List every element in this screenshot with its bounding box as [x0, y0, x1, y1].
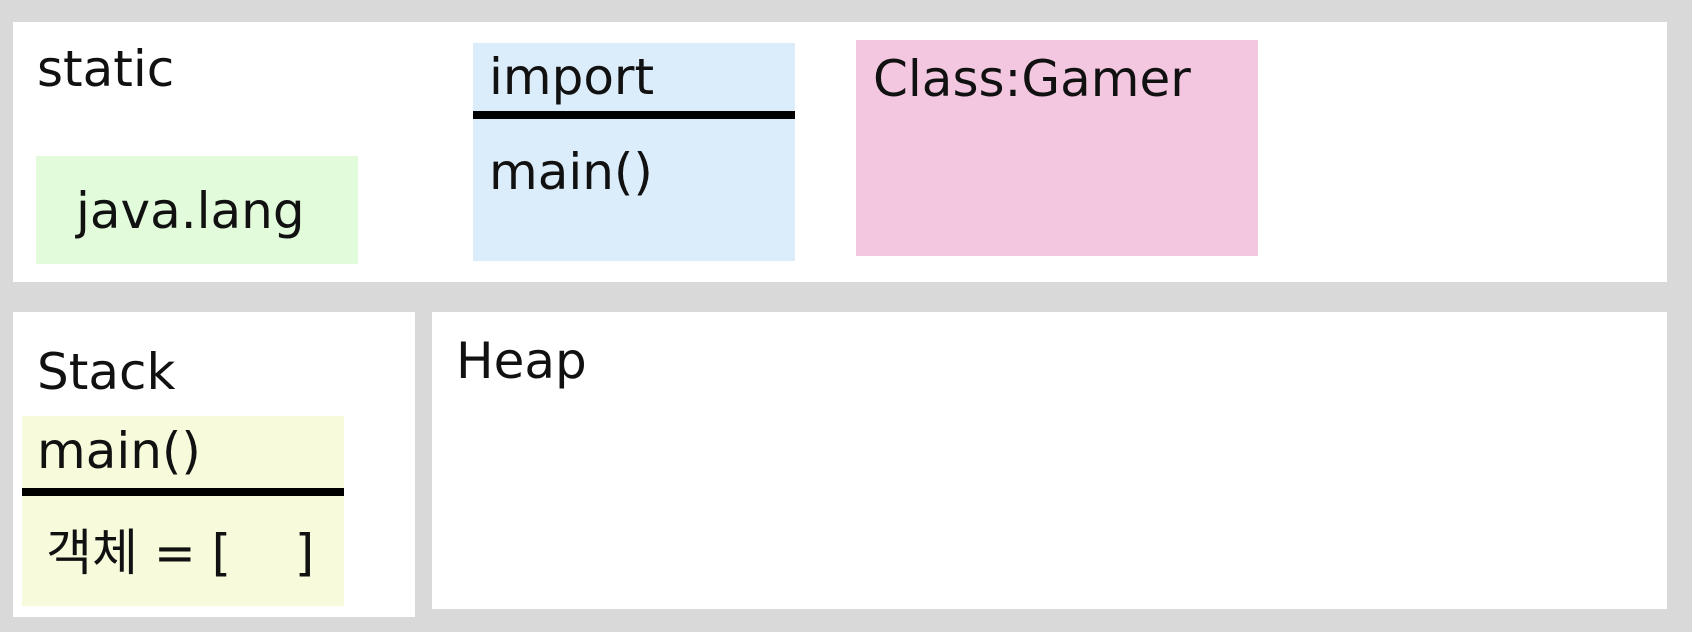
static-area: static java.lang import main() Class:Gam… [13, 22, 1667, 282]
java-lang-label: java.lang [76, 182, 305, 240]
import-method: main() [489, 143, 653, 201]
stack-frame-header: main() [37, 422, 201, 480]
import-header: import [489, 48, 655, 106]
stack-frame-variable: 객체 = [ ] [46, 524, 315, 582]
class-gamer-box: Class:Gamer [856, 40, 1258, 256]
stack-frame-main: main() 객체 = [ ] [22, 416, 344, 606]
import-box: import main() [473, 43, 795, 261]
stack-title: Stack [37, 343, 176, 401]
java-lang-box: java.lang [36, 156, 358, 264]
heap-title: Heap [456, 332, 587, 390]
import-divider [473, 111, 795, 119]
heap-area: Heap [432, 312, 1667, 609]
static-title: static [37, 40, 175, 98]
stack-frame-divider [22, 488, 344, 496]
stack-area: Stack main() 객체 = [ ] [13, 312, 415, 617]
class-gamer-label: Class:Gamer [873, 50, 1191, 108]
